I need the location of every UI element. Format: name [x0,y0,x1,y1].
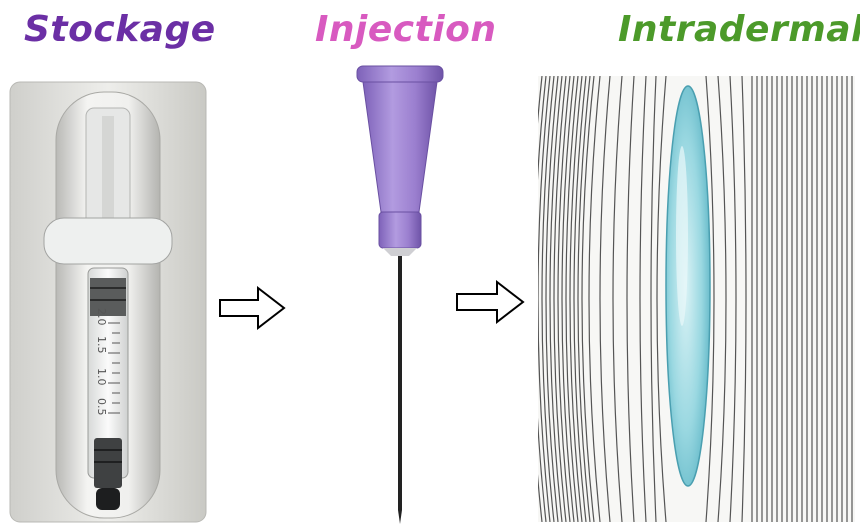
step-title-stockage: Stockage [24,8,220,52]
scale-label-05: 0.5 [95,398,108,416]
step-title-intradermal: Intradermal [618,8,848,52]
scale-label-20: 2.0 [95,308,108,326]
bleb-shape [666,86,710,486]
intradermal-bleb-image [538,76,855,522]
scale-label-10: 1.0 [95,368,108,386]
needle-image [345,62,455,528]
scale-label-15: 1.5 [95,336,108,354]
right-arrow-icon [218,286,286,330]
right-arrow-icon [455,280,525,324]
step-title-injection: Injection [315,8,485,52]
syringe-package-image: 0.5 1.0 1.5 2.0 [8,78,208,524]
